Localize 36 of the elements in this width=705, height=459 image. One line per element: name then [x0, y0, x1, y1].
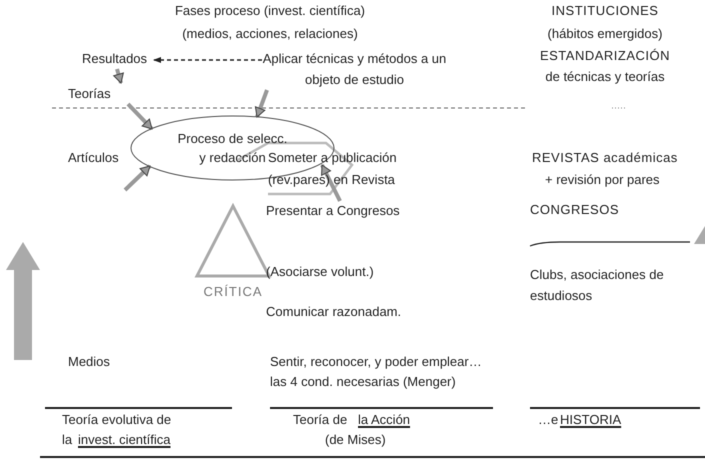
text-label: + revisión por pares — [545, 172, 660, 188]
text-label: la Acción — [358, 412, 410, 428]
arrow — [254, 89, 269, 118]
text-label: CONGRESOS — [530, 202, 620, 218]
text-label: Teoría evolutiva de — [62, 412, 172, 428]
text-label: Teoría de — [293, 412, 348, 428]
text-label: Fases proceso (invest. científica) — [174, 3, 366, 19]
text-label: las 4 cond. necesarias (Menger) — [270, 374, 456, 390]
node-text: Resultados — [82, 48, 154, 69]
text-label: Medios — [68, 354, 110, 370]
text-label: (de Mises) — [325, 432, 386, 448]
arrow — [124, 164, 152, 192]
text-label: (rev.pares) en Revista — [268, 172, 395, 188]
text-label: Artículos — [68, 150, 119, 166]
text-label: Sentir, reconocer, y poder emplear… — [270, 354, 482, 370]
text-label: la — [62, 432, 72, 448]
text-label: ESTANDARIZACIÓN — [538, 48, 672, 64]
text-label: …e — [538, 412, 558, 428]
text-label: Someter a publicación — [268, 150, 397, 166]
arrow — [320, 164, 342, 202]
arrow — [113, 68, 124, 84]
text-label: invest. científica — [78, 432, 170, 448]
text-label: (hábitos emergidos) — [546, 26, 664, 42]
node-text: Presentar a Congresos — [266, 200, 406, 221]
arrow — [126, 102, 154, 130]
text-label: Comunicar razonadam. — [266, 304, 402, 320]
node-text: Aplicar técnicas y métodos a un objeto de estudio — [262, 48, 447, 90]
text-label: (Asociarse volunt.) — [266, 264, 374, 280]
text-label: INSTITUCIONES — [550, 3, 660, 19]
arrow — [153, 57, 262, 63]
node-text: Teorías — [68, 83, 128, 104]
text-label: de técnicas y teorías — [544, 69, 666, 85]
text-label: HISTORIA — [560, 412, 622, 428]
text-label: (medios, acciones, relaciones) — [181, 26, 359, 42]
text-label: Clubs, asociaciones de estudiosos — [530, 266, 665, 305]
text-label: REVISTAS académicas — [532, 150, 678, 166]
